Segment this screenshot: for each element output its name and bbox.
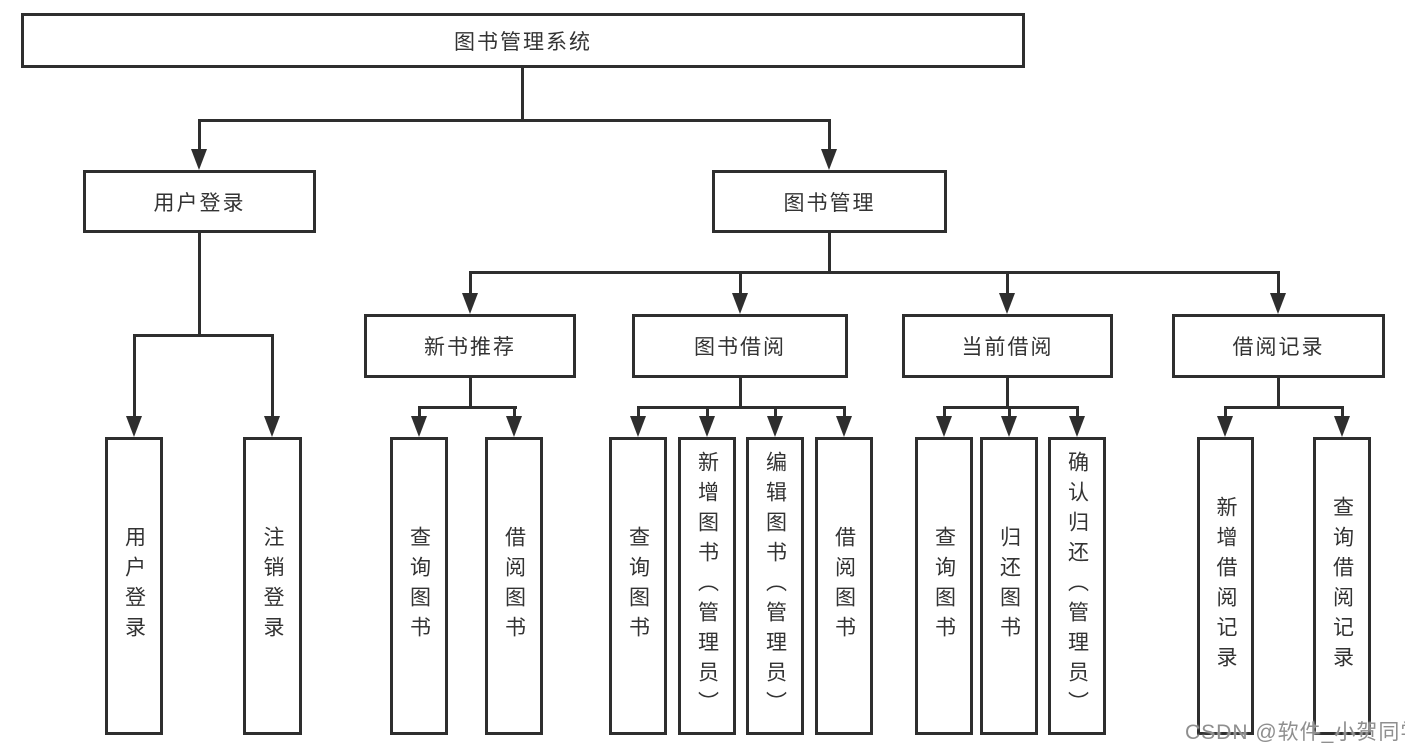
connector-drop-leaf xyxy=(418,406,421,422)
node-label: 新书推荐 xyxy=(424,336,516,359)
node-label: 查询图书 xyxy=(626,526,650,646)
leaf-borrow-books-borrowing: 借阅图书 xyxy=(815,437,873,735)
node-label: 图书借阅 xyxy=(694,336,786,359)
leaf-query-books-borrowing: 查询图书 xyxy=(609,437,667,735)
connector-drop-leaf xyxy=(774,406,777,422)
node-label: 当前借阅 xyxy=(961,336,1054,359)
connector-bus xyxy=(1224,406,1344,409)
arrow-down-icon xyxy=(462,293,478,314)
connector-drop-leaf xyxy=(1224,406,1227,422)
node-label: 用户登录 xyxy=(153,191,246,215)
connector-bus xyxy=(943,406,1079,409)
node-current-borrowing: 当前借阅 xyxy=(902,314,1113,378)
node-book-management: 图书管理 xyxy=(712,170,947,233)
arrow-down-icon xyxy=(732,293,748,314)
connector-drop-leaf xyxy=(513,406,516,422)
connector-book-management-stem xyxy=(828,233,831,274)
connector-root-stem xyxy=(521,68,524,120)
node-label: 借阅记录 xyxy=(1232,336,1325,359)
arrow-down-icon xyxy=(126,416,142,437)
node-user-login: 用户登录 xyxy=(83,170,316,233)
leaf-query-books-recommend: 查询图书 xyxy=(390,437,448,735)
connector-drop-leaf xyxy=(1076,406,1079,422)
connector-drop-leaf xyxy=(1341,406,1344,422)
node-book-borrowing: 图书借阅 xyxy=(632,314,848,378)
node-label: 新增借阅记录 xyxy=(1214,496,1237,676)
connector-drop-book-borrowing xyxy=(739,271,742,301)
connector-drop-borrow-records xyxy=(1277,271,1280,301)
connector-drop-leaf xyxy=(1008,406,1011,422)
arrow-down-icon xyxy=(999,293,1015,314)
leaf-user-login: 用户登录 xyxy=(105,437,163,735)
node-label: 图书管理 xyxy=(783,191,876,215)
connector-drop-user-login xyxy=(198,119,201,159)
arrow-down-icon xyxy=(1270,293,1286,314)
leaf-confirm-return-admin: 确认归还（管理员） xyxy=(1048,437,1106,735)
csdn-watermark: CSDN @软件_小贺同学 xyxy=(1185,721,1405,744)
node-borrow-records: 借阅记录 xyxy=(1172,314,1385,378)
arrow-down-icon xyxy=(836,416,852,437)
leaf-query-borrow-record: 查询借阅记录 xyxy=(1313,437,1371,735)
node-new-book-recommend: 新书推荐 xyxy=(364,314,576,378)
arrow-down-icon xyxy=(411,416,427,437)
node-label: 确认归还（管理员） xyxy=(1065,451,1089,721)
node-label: 注销登录 xyxy=(261,526,284,646)
connector-user-login-stem xyxy=(198,233,201,336)
connector-drop-book-management xyxy=(828,119,831,159)
arrow-down-icon xyxy=(821,149,837,170)
node-label: 查询借阅记录 xyxy=(1330,496,1354,676)
node-label: 查询图书 xyxy=(407,526,431,646)
arrow-down-icon xyxy=(936,416,952,437)
node-label: 新增图书（管理员） xyxy=(695,451,719,721)
leaf-borrow-books-recommend: 借阅图书 xyxy=(485,437,543,735)
connector-drop-leaf xyxy=(133,334,136,422)
connector-drop-leaf xyxy=(706,406,709,422)
arrow-down-icon xyxy=(1217,416,1233,437)
node-label: 借阅图书 xyxy=(502,526,526,646)
arrow-down-icon xyxy=(767,416,783,437)
connector-drop-current-borrowing xyxy=(1006,271,1009,301)
arrow-down-icon xyxy=(630,416,646,437)
arrow-down-icon xyxy=(699,416,715,437)
node-label: 查询图书 xyxy=(932,526,956,646)
node-label: 图书管理系统 xyxy=(454,30,592,54)
arrow-down-icon xyxy=(191,149,207,170)
leaf-return-books: 归还图书 xyxy=(980,437,1038,735)
arrow-down-icon xyxy=(506,416,522,437)
connector-root-bus xyxy=(198,119,830,122)
connector-drop-new-book xyxy=(469,271,472,301)
connector-drop-leaf xyxy=(843,406,846,422)
arrow-down-icon xyxy=(1001,416,1017,437)
connector-stem xyxy=(469,378,472,409)
connector-drop-leaf xyxy=(943,406,946,422)
node-label: 用户登录 xyxy=(122,526,146,646)
leaf-edit-book-admin: 编辑图书（管理员） xyxy=(746,437,804,735)
connector-stem xyxy=(1277,378,1280,409)
connector-stem xyxy=(1006,378,1009,409)
node-library-management-system: 图书管理系统 xyxy=(21,13,1025,68)
connector-drop-leaf xyxy=(637,406,640,422)
connector-bus xyxy=(637,406,845,409)
leaf-logout: 注销登录 xyxy=(243,437,302,735)
node-label: 借阅图书 xyxy=(832,526,856,646)
connector-book-management-bus xyxy=(469,271,1279,274)
arrow-down-icon xyxy=(1334,416,1350,437)
connector-drop-leaf xyxy=(271,334,274,422)
node-label: 编辑图书（管理员） xyxy=(763,451,787,721)
arrow-down-icon xyxy=(264,416,280,437)
leaf-add-borrow-record: 新增借阅记录 xyxy=(1197,437,1254,735)
arrow-down-icon xyxy=(1069,416,1085,437)
connector-bus xyxy=(418,406,517,409)
connector-stem xyxy=(739,378,742,409)
node-label: 归还图书 xyxy=(997,526,1021,646)
leaf-add-book-admin: 新增图书（管理员） xyxy=(678,437,736,735)
connector-user-login-bus xyxy=(133,334,274,337)
leaf-query-books-current: 查询图书 xyxy=(915,437,973,735)
